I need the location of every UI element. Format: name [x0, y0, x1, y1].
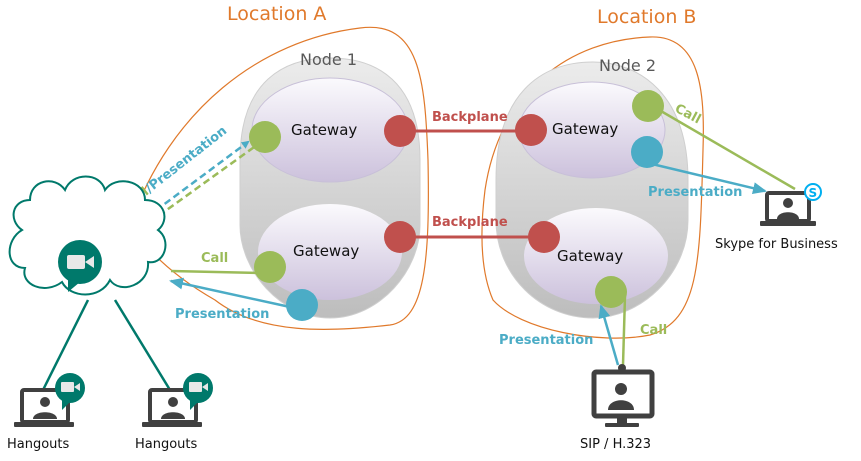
node-1-gateway-2 [258, 204, 402, 300]
hangouts-1-meet-icon [55, 373, 85, 410]
node-2-label: Node 2 [599, 56, 656, 75]
node-1-gateway-2-label: Gateway [293, 242, 359, 260]
skype-logo-icon: S [804, 183, 822, 201]
svg-text:S: S [809, 186, 818, 200]
google-meet-icon [58, 240, 102, 292]
hangouts-2-label: Hangouts [135, 437, 198, 452]
cloud-call-link [170, 269, 259, 275]
node-1-gw-2-presentation-port [286, 289, 318, 321]
cloud-presentation-link [169, 277, 291, 309]
cloud-call-label: Call [201, 251, 228, 266]
cloud-to-hangouts-2-link [113, 299, 172, 391]
sip-presentation-link [598, 304, 620, 366]
location-a-label: Location A [227, 3, 326, 25]
node-2-gw-2-call-port [595, 276, 627, 308]
node-2-gw-1-presentation-port [631, 136, 663, 168]
node-1-gw-1-backplane-port [384, 115, 416, 147]
sip-presentation-label: Presentation [499, 333, 593, 348]
hangouts-2-meet-icon [183, 373, 213, 410]
backplane-label-bottom: Backplane [432, 215, 508, 230]
cloud-icon [8, 175, 167, 296]
cloud-presentation-dashed-link [146, 140, 250, 219]
location-b-label: Location B [597, 6, 696, 28]
node-2-gateway-2 [524, 208, 668, 304]
node-2-gateway-1-label: Gateway [552, 120, 618, 138]
cloud-presentation-label: Presentation [175, 307, 269, 322]
sip-call-link [621, 295, 627, 366]
sip-call-label: Call [640, 323, 667, 338]
hangouts-2-laptop-icon [142, 388, 202, 427]
hangouts-1-label: Hangouts [7, 437, 70, 452]
hangouts-1-laptop-icon [14, 388, 74, 427]
node-1-gateway-1-label: Gateway [291, 121, 357, 139]
location-a-boundary [129, 26, 429, 331]
skype-call-link [653, 105, 796, 191]
node-2-gw-1-backplane-port [515, 114, 547, 146]
node-1-gw-2-call-port [254, 251, 286, 283]
cloud-to-hangouts-1-link [41, 299, 90, 391]
skype-presentation-label: Presentation [648, 185, 742, 200]
node-1-gw-2-backplane-port [384, 221, 416, 253]
node-2-gateway-2-label: Gateway [557, 247, 623, 265]
node-1-gw-1-call-port [249, 121, 281, 153]
location-b-boundary [481, 36, 704, 339]
node-2-gw-1-call-port [632, 90, 664, 122]
skype-presentation-link [651, 162, 767, 195]
node-1-label: Node 1 [300, 50, 357, 69]
sip-monitor-icon [591, 364, 655, 427]
skype-laptop-icon [760, 191, 816, 226]
node-2-gw-2-backplane-port [528, 221, 560, 253]
sip-label: SIP / H.323 [580, 437, 651, 452]
presentation-part: /Presentation [143, 124, 230, 197]
backplane-label-top: Backplane [432, 110, 508, 125]
skype-label: Skype for Business [715, 237, 838, 252]
